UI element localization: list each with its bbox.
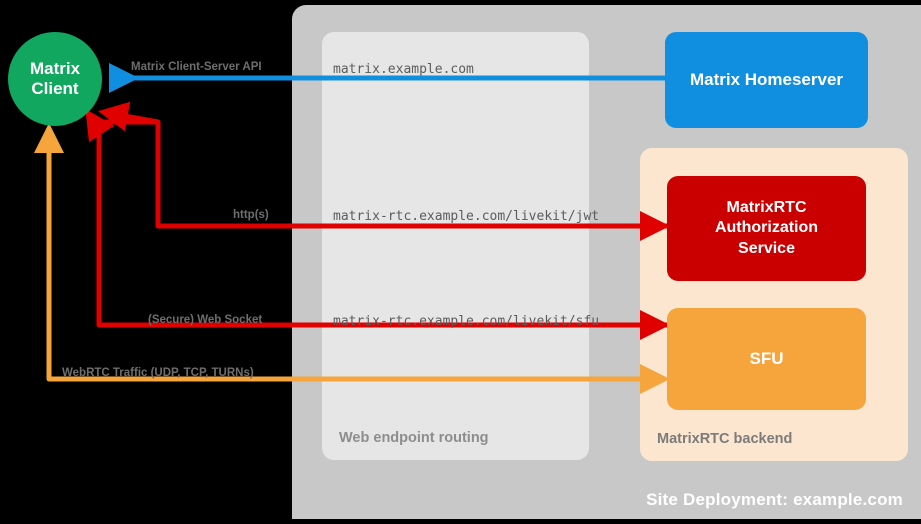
edge-label-webrtc-traffic: WebRTC Traffic (UDP, TCP, TURNs) (62, 367, 254, 379)
node-auth-line2: Authorization (714, 219, 819, 237)
edge-label-secure-web-socket: (Secure) Web Socket (148, 314, 263, 326)
matrixrtc-backend-label: MatrixRTC backend (657, 431, 793, 447)
node-auth-line3: Service (738, 239, 795, 257)
node-matrixrtc-authorization-service[interactable]: MatrixRTC Authorization Service (667, 176, 866, 281)
web-endpoint-routing-container: Web endpoint routing (322, 32, 589, 460)
node-matrix-homeserver-label: Matrix Homeserver (689, 70, 844, 89)
edge-label-https: http(s) (233, 209, 269, 221)
endpoint-livekit-jwt: matrix-rtc.example.com/livekit/jwt (333, 209, 600, 224)
web-endpoint-routing-label: Web endpoint routing (339, 430, 489, 446)
node-matrix-client-line1: Matrix (29, 58, 81, 78)
node-matrix-homeserver[interactable]: Matrix Homeserver (665, 32, 868, 128)
node-matrix-client-line2: Client (31, 79, 79, 98)
node-sfu[interactable]: SFU (667, 308, 866, 410)
edge-label-matrix-client-server-api: Matrix Client-Server API (131, 61, 262, 73)
endpoint-livekit-sfu: matrix-rtc.example.com/livekit/sfu (333, 314, 600, 329)
node-matrix-client[interactable]: Matrix Client (8, 32, 102, 126)
site-deployment-label: Site Deployment: example.com (646, 490, 903, 509)
node-auth-line1: MatrixRTC (726, 198, 807, 216)
endpoint-matrix-example-com: matrix.example.com (333, 62, 474, 77)
node-sfu-label: SFU (749, 349, 784, 368)
